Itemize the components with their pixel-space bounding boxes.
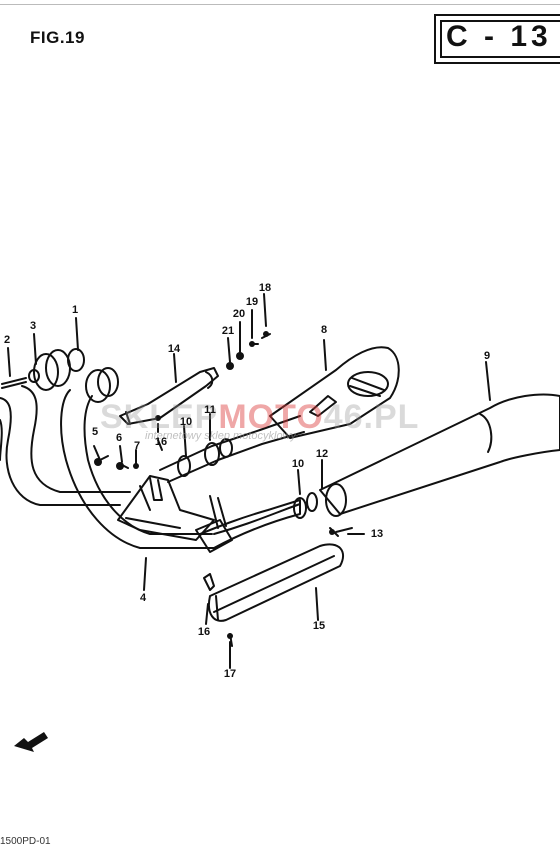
section-code: C - 13	[446, 20, 552, 53]
callout-11: 11	[204, 404, 216, 416]
leader-21	[227, 337, 231, 363]
leader-10a	[183, 425, 187, 457]
callout-19: 19	[245, 296, 259, 308]
callout-3: 3	[29, 320, 37, 332]
callout-20: 20	[232, 308, 246, 320]
callout-15: 15	[312, 620, 326, 632]
callout-1: 1	[71, 304, 79, 316]
callout-4: 4	[139, 592, 147, 604]
section-code-inner-frame	[440, 20, 560, 58]
leader-2	[7, 347, 11, 377]
callout-5: 5	[91, 426, 99, 438]
leader-18	[263, 293, 267, 327]
leader-15	[315, 587, 319, 621]
figure-title: FIG.19	[30, 28, 85, 47]
callout-10b: 10	[291, 458, 305, 470]
exhaust-pipe-left	[0, 397, 121, 506]
callout-14: 14	[167, 343, 181, 355]
direction-arrow-icon	[14, 732, 48, 752]
leader-14	[173, 353, 177, 383]
callout-9: 9	[483, 350, 491, 362]
drawing-code: 1500PD-01	[0, 836, 51, 847]
watermark-subtitle: internetowy sklep motocyklowy	[145, 430, 297, 442]
leader-1	[75, 317, 79, 351]
leader-16b	[205, 603, 209, 625]
leader-8	[323, 339, 327, 371]
callout-16a: 16	[154, 436, 168, 448]
muffler-upper	[269, 346, 400, 439]
header-flange-right	[85, 369, 111, 403]
callout-8: 8	[320, 324, 328, 336]
mid-pipe-lower	[213, 503, 301, 535]
leader-9	[485, 361, 491, 401]
callout-18: 18	[258, 282, 272, 294]
callout-10a: 10	[179, 416, 193, 428]
leader-3	[33, 333, 37, 365]
callout-7: 7	[133, 440, 141, 452]
heat-shield	[208, 543, 345, 622]
top-rule	[0, 4, 560, 5]
callout-13: 13	[370, 528, 384, 540]
callout-17: 17	[223, 668, 237, 680]
callout-6: 6	[115, 432, 123, 444]
callout-16b: 16	[197, 626, 211, 638]
exhaust-pipe-main	[60, 389, 216, 549]
leader-10b	[297, 469, 301, 495]
leader-4	[143, 557, 147, 591]
leader-5	[93, 445, 101, 461]
header-flange-left	[33, 353, 59, 391]
callout-2: 2	[3, 334, 11, 346]
watermark: SKLEPMOTO46.PL	[100, 398, 420, 436]
callout-21: 21	[221, 325, 235, 337]
muffler-lower	[319, 393, 560, 515]
mounting-bracket	[117, 475, 215, 541]
callout-12: 12	[315, 448, 329, 460]
mid-pipe-upper	[159, 415, 301, 471]
leader-6	[119, 445, 123, 463]
section-code-box: C - 13	[434, 14, 560, 64]
collector-body	[199, 499, 301, 549]
hanger-bar	[119, 367, 219, 425]
